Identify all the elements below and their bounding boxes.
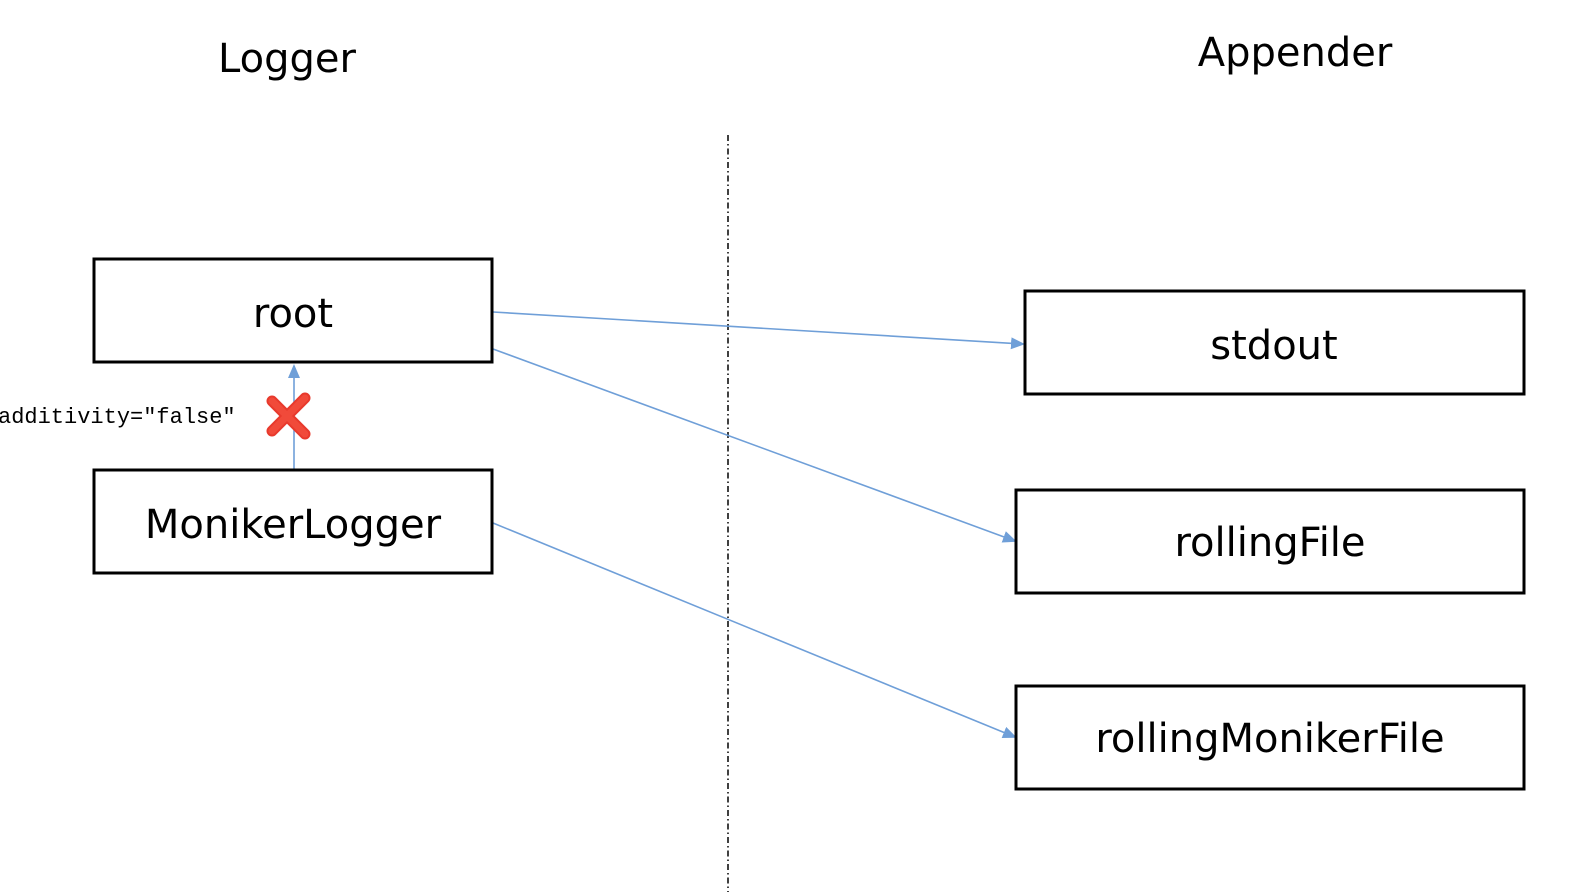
moniker-logger-box: MonikerLogger (92, 468, 494, 575)
rollingmonikerfile-appender-label: rollingMonikerFile (1095, 716, 1444, 762)
rollingfile-appender-label: rollingFile (1174, 520, 1365, 566)
moniker-logger-label: MonikerLogger (145, 502, 442, 548)
additivity-note: additivity="false" (0, 405, 236, 430)
rollingfile-appender-box: rollingFile (1014, 488, 1526, 595)
root-logger-box: root (92, 257, 494, 364)
root-to-rollingfile-arrow (492, 348, 1017, 543)
moniker-to-rollingmonikerfile-arrow (492, 522, 1017, 738)
logger-column-title: Logger (218, 36, 356, 82)
root-to-stdout-arrow (492, 311, 1025, 350)
stdout-appender-label: stdout (1210, 323, 1337, 369)
stdout-appender-box: stdout (1023, 289, 1526, 396)
cross-icon (266, 392, 311, 440)
root-logger-label: root (253, 291, 333, 337)
appender-column-title: Appender (1198, 30, 1393, 76)
rollingmonikerfile-appender-box: rollingMonikerFile (1014, 684, 1526, 791)
